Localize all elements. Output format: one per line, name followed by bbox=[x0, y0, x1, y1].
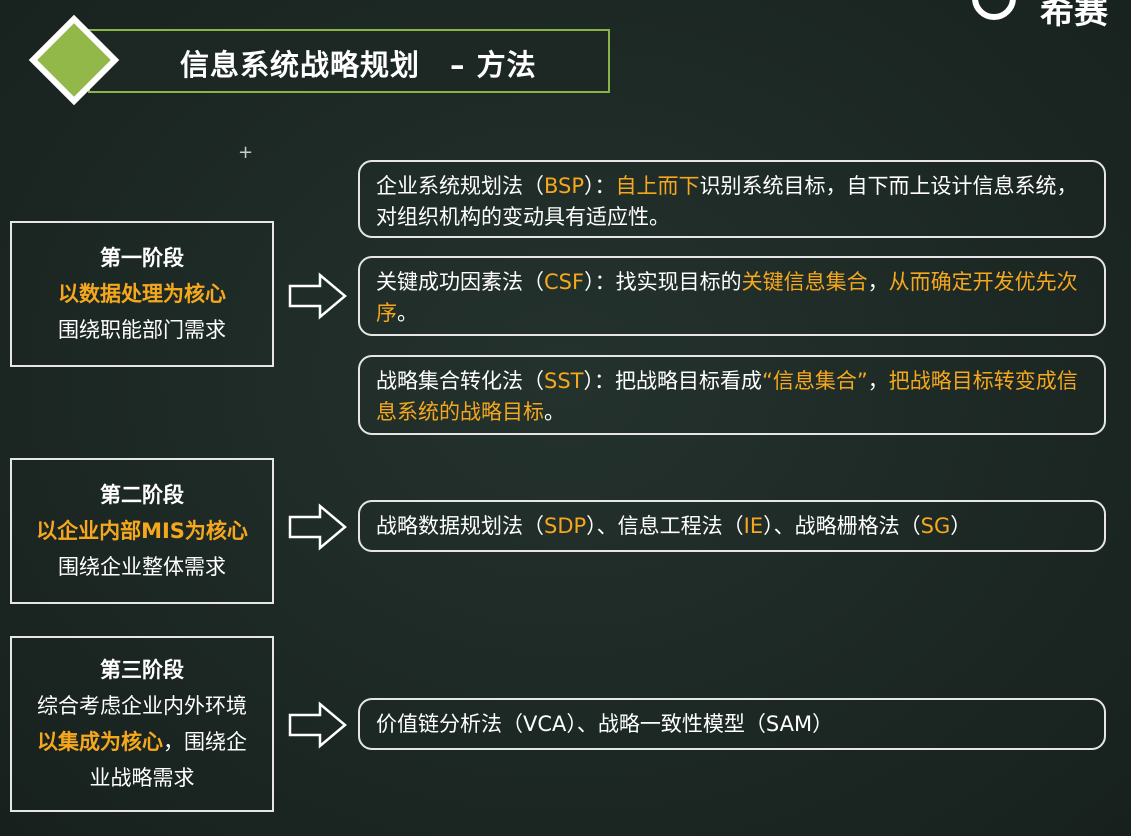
stage-1-box: 第一阶段 以数据处理为核心 围绕职能部门需求 bbox=[10, 221, 274, 367]
stage-2-focus: 以企业内部MIS为核心 bbox=[36, 519, 248, 543]
bsp-text-b: ）： bbox=[584, 174, 616, 198]
sst-text-d: 。 bbox=[544, 400, 565, 424]
sst-text-b: ）：把战略目标看成 bbox=[583, 369, 763, 393]
csf-text-c: ， bbox=[867, 270, 889, 294]
stage2-text-a: 战略数据规划法（ bbox=[376, 513, 544, 538]
method-sst: 战略集合转化法（SST）：把战略目标看成“信息集合”，把战略目标转变成信息系统的… bbox=[358, 355, 1106, 435]
crosshair-cursor-icon: + bbox=[238, 142, 254, 163]
sst-highlight-1: “信息集合” bbox=[762, 369, 868, 393]
stage2-text-c: ）、战略栅格法（ bbox=[763, 513, 921, 538]
csf-highlight-2: 从而确定开发优先次序 bbox=[376, 270, 1078, 325]
ie-abbr: IE bbox=[743, 513, 764, 538]
method-bsp: 企业系统规划法（BSP）：自上而下识别系统目标，自下而上设计信息系统，对组织机构… bbox=[358, 160, 1106, 238]
page-title: 信息系统战略规划 – 方法 bbox=[180, 48, 537, 82]
csf-abbr: CSF bbox=[544, 270, 585, 294]
bsp-text-a: 企业系统规划法（ bbox=[376, 174, 544, 198]
bsp-abbr: BSP bbox=[544, 174, 585, 198]
csf-text-a: 关键成功因素法（ bbox=[376, 270, 544, 294]
stage-3-rest1: ，围绕企 bbox=[163, 730, 247, 754]
method-stage-2: 战略数据规划法（SDP）、信息工程法（IE）、战略栅格法（SG） bbox=[358, 500, 1106, 552]
title-bar bbox=[88, 29, 610, 93]
stage-3-line3: 以集成为核心，围绕企 bbox=[37, 724, 247, 760]
method-csf: 关键成功因素法（CSF）：找实现目标的关键信息集合，从而确定开发优先次序。 bbox=[358, 256, 1106, 336]
stage-3-pre: 综合考虑企业内外环境 bbox=[37, 694, 247, 718]
stage-2-box: 第二阶段 以企业内部MIS为核心 围绕企业整体需求 bbox=[10, 458, 274, 604]
stage2-text-d: ） bbox=[950, 513, 972, 538]
stage-3-focus: 以集成为核心 bbox=[37, 730, 163, 754]
sst-highlight-2: 把战略目标转变成信息系统的战略目标 bbox=[376, 369, 1078, 424]
stage-2-desc: 围绕企业整体需求 bbox=[58, 555, 226, 579]
sst-text-c: ， bbox=[867, 369, 889, 393]
bsp-text-c: 识别系统目标，自下而上设计信息系统，对组织机构的变动具有适应性。 bbox=[376, 174, 1078, 229]
stage-1-desc: 围绕职能部门需求 bbox=[58, 318, 226, 342]
stage-3-box: 第三阶段 综合考虑企业内外环境 以集成为核心，围绕企 业战略需求 bbox=[10, 636, 274, 812]
stage-2-name: 第二阶段 bbox=[100, 483, 184, 507]
arrow-right-icon bbox=[288, 701, 347, 749]
stage2-text-b: ）、信息工程法（ bbox=[586, 513, 744, 538]
stage-3-name: 第三阶段 bbox=[100, 658, 184, 682]
sdp-abbr: SDP bbox=[544, 513, 587, 538]
logo-icon bbox=[972, 0, 1016, 20]
csf-text-d: 。 bbox=[397, 301, 418, 325]
method-stage-3: 价值链分析法（VCA）、战略一致性模型（SAM） bbox=[358, 698, 1106, 750]
stage-3-rest2: 业战略需求 bbox=[89, 766, 195, 790]
csf-highlight-1: 关键信息集合 bbox=[741, 270, 868, 294]
arrow-right-icon bbox=[288, 503, 347, 551]
arrow-right-icon bbox=[288, 272, 347, 320]
csf-text-b: ）：找实现目标的 bbox=[584, 270, 742, 294]
stage-1-name: 第一阶段 bbox=[100, 246, 184, 270]
sst-text-a: 战略集合转化法（ bbox=[376, 369, 544, 393]
logo-text: 希赛 bbox=[1040, 0, 1108, 32]
stage-1-focus: 以数据处理为核心 bbox=[58, 282, 226, 306]
stage3-text: 价值链分析法（VCA）、战略一致性模型（SAM） bbox=[376, 711, 834, 736]
sst-abbr: SST bbox=[544, 369, 584, 393]
bsp-highlight: 自上而下 bbox=[615, 174, 700, 198]
sg-abbr: SG bbox=[920, 513, 951, 538]
